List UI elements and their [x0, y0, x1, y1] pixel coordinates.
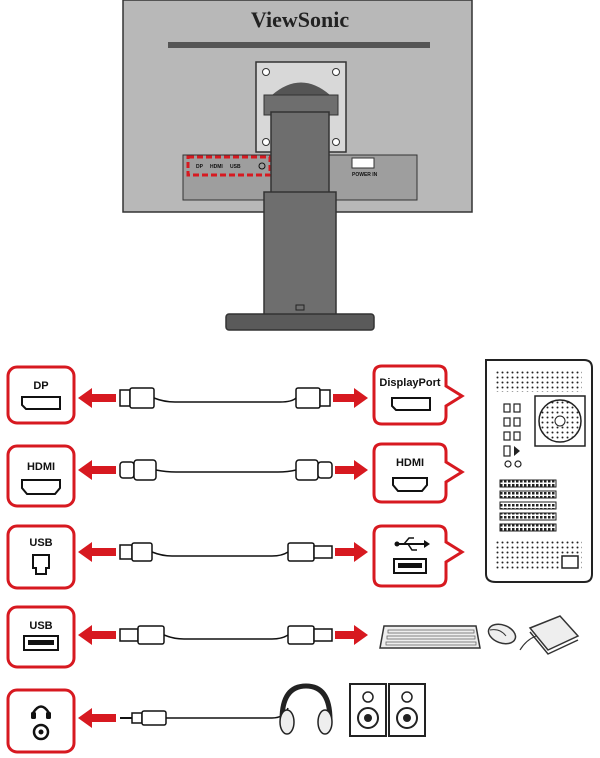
monitor-port-label-hdmi: HDMI — [27, 461, 55, 473]
device-port-box-hdmi — [372, 442, 465, 504]
pc-tower-icon — [485, 359, 593, 583]
io-label-hdmi: HDMI — [210, 164, 223, 170]
headphone-icon — [31, 705, 51, 719]
stand-base — [225, 313, 375, 331]
hdmi-icon — [392, 477, 428, 492]
usb-b-to-a-cable — [119, 542, 333, 562]
connection-row-dp: DP DisplayPort — [6, 364, 465, 426]
device-port-box-usb — [372, 524, 465, 588]
audio-cable — [120, 707, 289, 726]
connection-row-hdmi: HDMI HDMI — [6, 442, 465, 508]
pc-io-ports — [503, 403, 522, 468]
external-drive-icon — [519, 615, 580, 655]
arrow-left — [78, 625, 116, 645]
device-port-label-dp: DisplayPort — [379, 377, 440, 389]
usb-b-icon — [32, 554, 50, 575]
displayport-icon — [21, 396, 61, 410]
power-label: POWER IN — [352, 172, 378, 178]
speaker-icon — [349, 683, 387, 737]
pc-power-socket — [561, 555, 579, 569]
usb-a-to-a-cable — [119, 625, 333, 645]
monitor-port-box-audio — [6, 688, 76, 754]
monitor-port-box-hdmi — [6, 444, 76, 508]
monitor-port-label-usb-a: USB — [29, 620, 52, 632]
monitor-port-label-usb-b: USB — [29, 537, 52, 549]
power-socket — [351, 157, 375, 169]
io-audio-jack — [258, 162, 266, 170]
displayport-icon — [391, 397, 431, 411]
device-port-box-dp — [372, 364, 465, 426]
hdmi-icon — [21, 479, 61, 495]
brand-logo: ViewSonic — [251, 7, 349, 32]
monitor-rear-view: ViewSonic DP HDMI USB POWER IN — [122, 0, 473, 331]
arrow-left — [78, 542, 116, 562]
io-label-dp: DP — [196, 164, 204, 170]
arrow-left — [78, 708, 116, 728]
headphones-icon — [279, 683, 333, 735]
arrow-left — [78, 388, 116, 408]
arrow-right — [333, 388, 368, 408]
device-port-label-hdmi: HDMI — [396, 457, 424, 469]
arrow-right — [335, 625, 368, 645]
displayport-cable — [119, 387, 331, 409]
arrow-right — [335, 460, 368, 480]
usb-symbol-icon — [394, 537, 430, 551]
pc-expansion-slots — [499, 479, 557, 532]
connection-row-usb-downstream: USB — [6, 605, 580, 669]
port-highlight-box — [186, 155, 272, 177]
hdmi-cable — [119, 459, 333, 481]
vent-strip — [168, 42, 430, 48]
speaker-icon — [388, 683, 426, 737]
connection-row-audio — [6, 683, 426, 754]
connection-row-usb-upstream: USB — [6, 524, 465, 590]
stand-neck — [270, 111, 330, 195]
arrow-right — [335, 542, 368, 562]
io-label-usb: USB — [230, 164, 241, 170]
mouse-icon — [487, 623, 517, 645]
monitor-port-label-dp: DP — [33, 380, 48, 392]
arrow-left — [78, 460, 116, 480]
stand-column — [263, 191, 337, 317]
monitor-port-box-dp — [6, 365, 76, 425]
keyboard-icon — [379, 625, 481, 649]
